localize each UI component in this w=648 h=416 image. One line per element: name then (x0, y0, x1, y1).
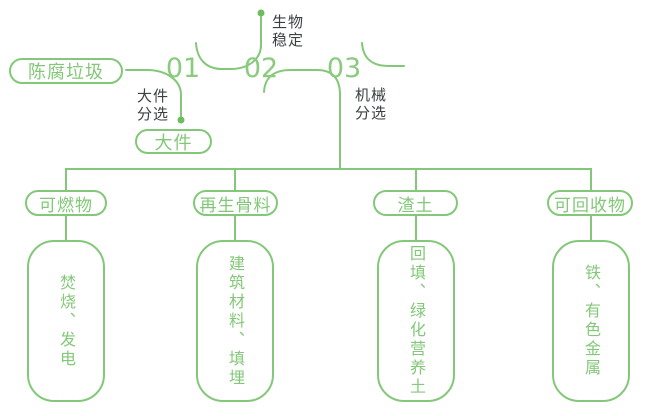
output-pill-combustibles: 可燃物 (25, 190, 107, 216)
pill-bulky-items: 大件 (135, 129, 212, 154)
stage-label-mechanical-sorting: 机械 分选 (355, 86, 388, 122)
output-detail-text: 回填、绿化营养土 (407, 245, 426, 397)
source-pill-aged-waste: 陈腐垃圾 (9, 58, 123, 84)
line-03-tail (361, 42, 405, 67)
output-detail-recycled-aggregate: 建筑材料、填埋 (196, 240, 274, 402)
stage-number-03: 03 (326, 53, 362, 84)
dot-bulky-branch (177, 116, 185, 124)
output-detail-text: 铁、有色金属 (582, 264, 601, 378)
output-detail-combustibles: 焚烧、发电 (27, 240, 105, 402)
stage-label-bio-stabilization: 生物 稳定 (272, 13, 305, 49)
output-pill-slag-soil: 渣土 (373, 190, 458, 216)
output-detail-text: 焚烧、发电 (57, 273, 76, 369)
stage-number-02: 02 (243, 53, 279, 84)
stage-number-01: 01 (165, 53, 201, 84)
output-detail-text: 建筑材料、填埋 (226, 254, 245, 388)
distribution-rail (65, 168, 592, 192)
dot-bio-branch (257, 9, 265, 17)
output-detail-recyclables: 铁、有色金属 (552, 240, 630, 402)
stage-label-bulky-sorting: 大件 分选 (137, 87, 170, 123)
output-pill-recycled-aggregate: 再生骨料 (193, 190, 278, 216)
line-02-to-03 (263, 69, 341, 170)
line-01-to-02 (195, 16, 262, 70)
line-source-to-01 (125, 69, 182, 117)
output-pill-recyclables: 可回收物 (547, 190, 633, 216)
output-detail-slag-soil: 回填、绿化营养土 (377, 240, 455, 402)
